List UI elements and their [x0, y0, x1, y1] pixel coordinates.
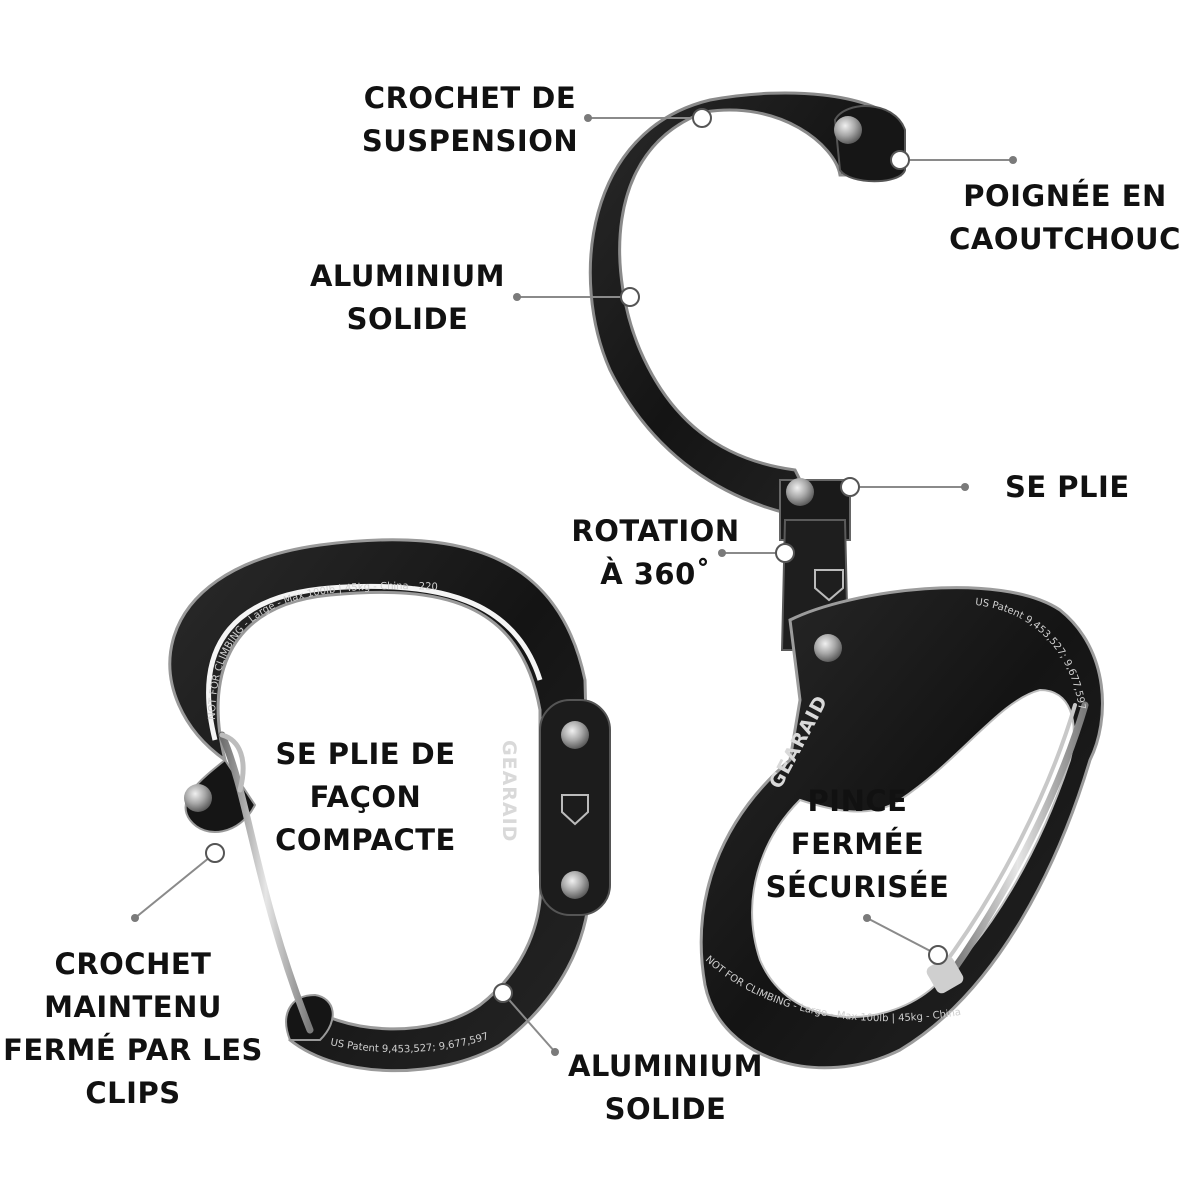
label-secure-clip: PINCE FERMÉE SÉCURISÉE — [765, 784, 950, 904]
label-solid-aluminium-bottom: ALUMINIUM SOLIDE — [567, 1049, 764, 1126]
label-compact-fold: SE PLIE DE FAÇON COMPACTE — [275, 737, 456, 857]
label-hang-hook: CROCHET DE SUSPENSION — [361, 81, 579, 158]
label-clip-held: CROCHET MAINTENU FERMÉ PAR LES CLIPS — [3, 947, 263, 1110]
label-rubber-grip: POIGNÉE EN CAOUTCHOUC — [949, 179, 1181, 256]
leader-endpoints — [131, 108, 1017, 1056]
label-rotation: ROTATION À 360˚ — [571, 514, 740, 591]
left-brand-engraving: GEARAID — [498, 740, 520, 842]
label-folds: SE PLIE — [1005, 470, 1130, 504]
label-solid-aluminium-top: ALUMINIUM SOLIDE — [309, 259, 506, 336]
leader-lines — [134, 117, 1013, 1053]
